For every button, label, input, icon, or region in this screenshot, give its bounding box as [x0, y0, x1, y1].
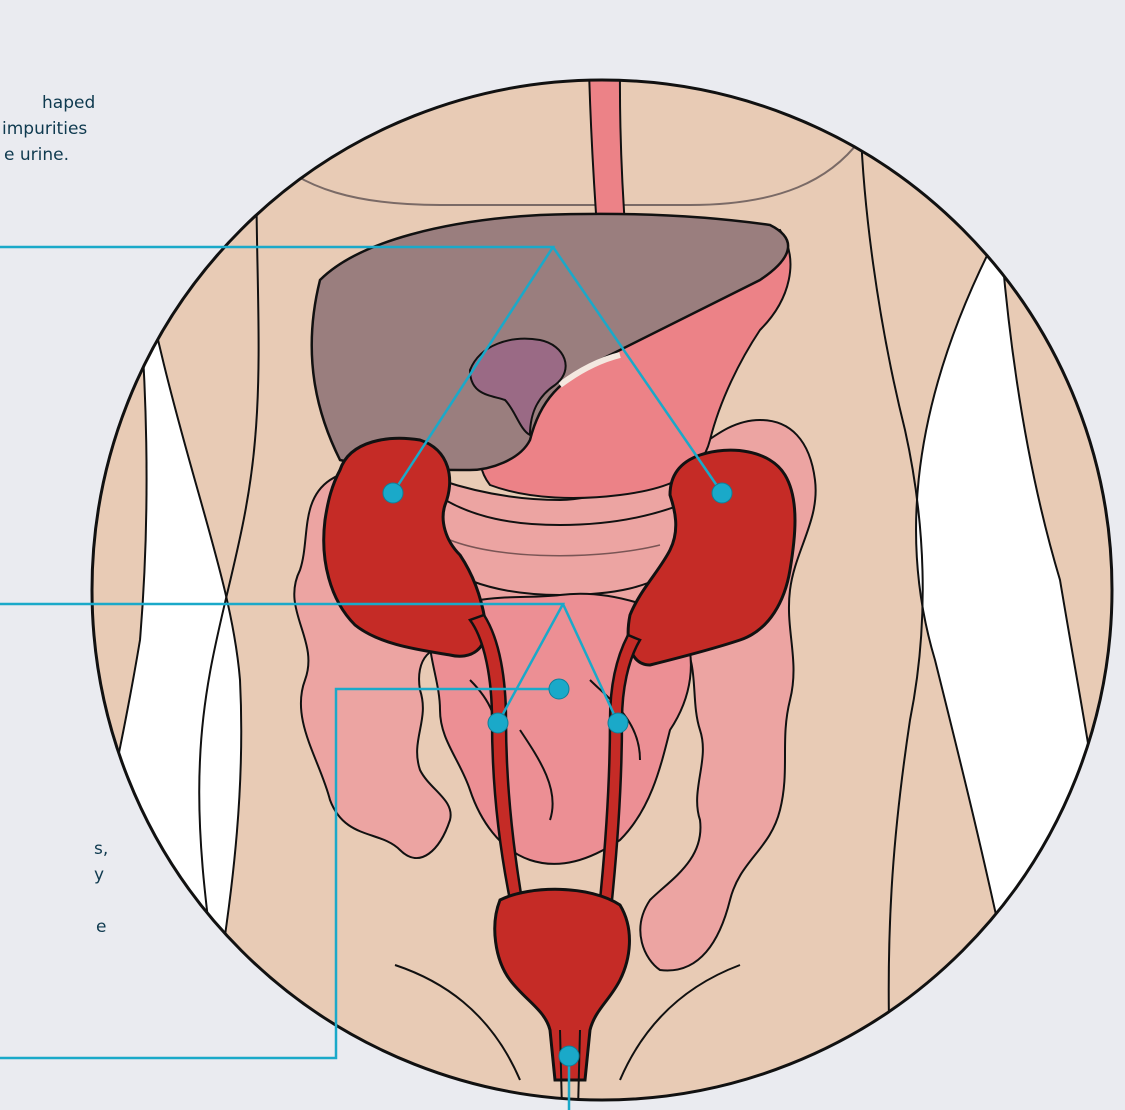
kidneys-caption-line: impurities: [0, 116, 95, 142]
left-kidney-dot: [383, 483, 403, 503]
bladder-caption-line: y: [0, 862, 108, 888]
bladder-caption-line: e: [0, 914, 108, 940]
right-ureter-dot: [608, 713, 628, 733]
right-kidney-dot: [712, 483, 732, 503]
left-ureter-dot: [488, 713, 508, 733]
kidneys-caption: haped impurities e urine.: [0, 90, 95, 168]
bladder-dot: [549, 679, 569, 699]
kidneys-caption-line: haped: [0, 90, 95, 116]
bladder-caption-line: [0, 888, 108, 914]
bladder-caption: s, y e: [0, 836, 108, 940]
kidneys-caption-line: e urine.: [0, 142, 95, 168]
bladder-caption-line: s,: [0, 836, 108, 862]
urethra-dot: [559, 1046, 579, 1066]
